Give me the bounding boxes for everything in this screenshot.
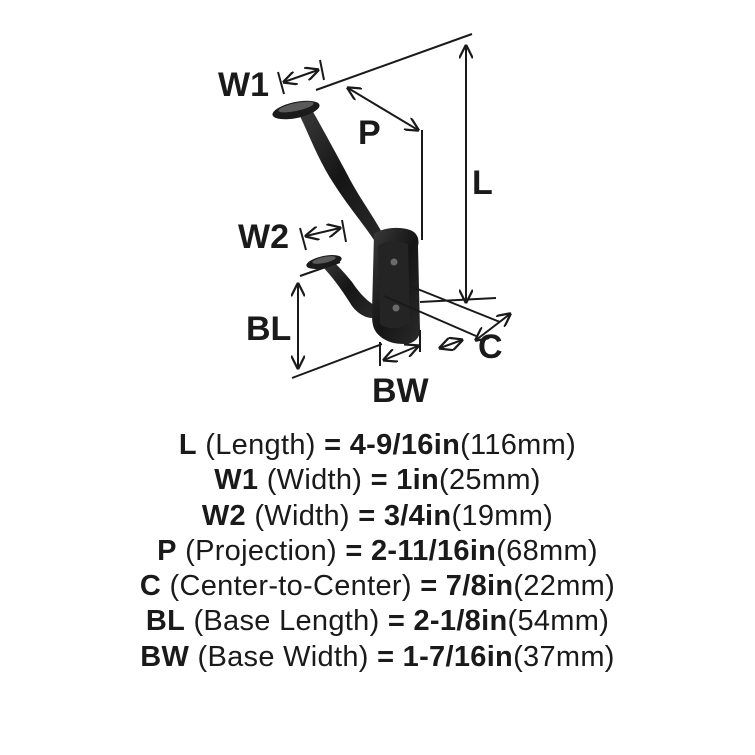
upper-hook-arm — [298, 110, 384, 240]
label-bl: BL — [246, 310, 291, 348]
screw-hole-lower — [392, 304, 400, 312]
spec-code: P — [157, 534, 177, 567]
spec-equals: = — [324, 429, 342, 461]
spec-imperial: 1-7/16in — [402, 640, 514, 673]
spec-metric: (25mm) — [439, 464, 541, 497]
label-l: L — [472, 164, 493, 202]
spec-equals: = — [377, 640, 395, 673]
spec-row-projection: P (Projection) = 2-11/16in(68mm) — [0, 534, 755, 569]
spec-code: W1 — [214, 464, 259, 497]
label-p: P — [358, 114, 381, 152]
spec-row-length: L (Length) = 4-9/16in(116mm) — [0, 428, 755, 463]
spec-description: (Length) — [205, 429, 316, 461]
spec-description: (Width) — [254, 499, 350, 532]
spec-description: (Base Width) — [197, 640, 369, 673]
specification-list: L (Length) = 4-9/16in(116mm) W1 (Width) … — [0, 428, 755, 675]
spec-metric: (19mm) — [451, 499, 554, 532]
spec-imperial: 1in — [396, 464, 440, 497]
lower-hook-arm — [320, 258, 376, 318]
spec-description: (Projection) — [185, 534, 337, 567]
double-hook-illustration — [272, 100, 420, 344]
spec-imperial: 3/4in — [383, 499, 452, 532]
hook-dimension-diagram: W1 P L W2 BL C BW — [218, 33, 755, 410]
spec-code: W2 — [201, 499, 246, 532]
spec-imperial: 2-1/8in — [413, 605, 508, 638]
spec-code: L — [178, 429, 197, 461]
spec-description: (Width) — [266, 464, 363, 497]
spec-imperial: 4-9/16in — [349, 429, 461, 461]
spec-metric: (37mm) — [513, 640, 615, 673]
spec-description: (Center-to-Center) — [169, 570, 412, 603]
spec-row-base-width: BW (Base Width) = 1-7/16in(37mm) — [0, 640, 755, 675]
label-w1: W1 — [218, 66, 269, 104]
spec-equals: = — [358, 499, 376, 532]
spec-equals: = — [370, 464, 388, 497]
spec-description: (Base Length) — [193, 605, 380, 638]
spec-metric: (68mm) — [496, 534, 598, 567]
label-c: C — [478, 328, 503, 366]
spec-equals: = — [420, 570, 438, 603]
label-bw: BW — [372, 372, 430, 410]
spec-imperial: 7/8in — [445, 570, 514, 603]
dimension-lines — [277, 33, 510, 379]
spec-row-base-length: BL (Base Length) = 2-1/8in(54mm) — [0, 604, 755, 639]
spec-metric: (54mm) — [507, 605, 610, 638]
spec-equals: = — [345, 534, 363, 567]
spec-row-width-2: W2 (Width) = 3/4in(19mm) — [0, 499, 755, 534]
spec-equals: = — [387, 605, 406, 638]
spec-imperial: 2-11/16in — [370, 534, 497, 567]
spec-code: BL — [145, 605, 186, 638]
spec-metric: (116mm) — [460, 429, 577, 461]
screw-hole-upper — [390, 258, 398, 266]
spec-row-width-1: W1 (Width) = 1in(25mm) — [0, 463, 755, 498]
spec-metric: (22mm) — [513, 570, 616, 603]
spec-code: BW — [140, 640, 190, 673]
spec-code: C — [139, 570, 162, 603]
label-w2: W2 — [238, 218, 289, 256]
spec-row-center-to-center: C (Center-to-Center) = 7/8in(22mm) — [0, 569, 755, 604]
